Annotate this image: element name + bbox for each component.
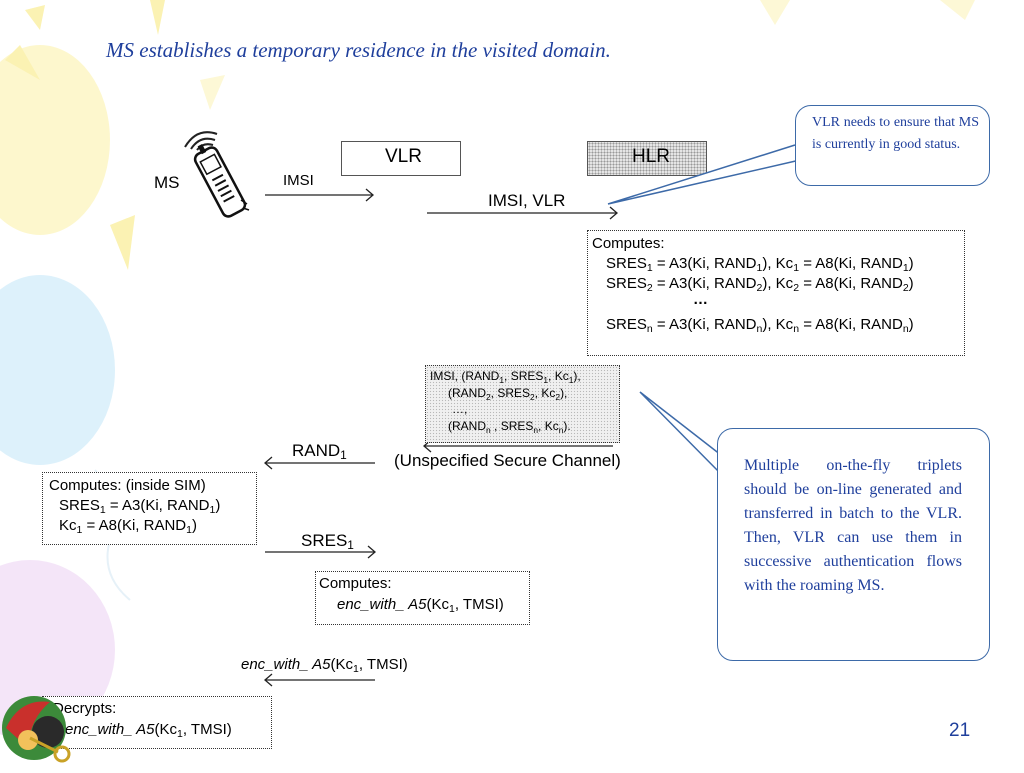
ms-decrypt-box: Decrypts: enc_with_ A5(Kc1, TMSI) bbox=[42, 696, 272, 749]
vlr-box bbox=[341, 141, 461, 176]
hlr-compute-line-1: SRES1 = A3(Ki, RAND1), Kc1 = A8(Ki, RAND… bbox=[606, 255, 914, 274]
sim-compute-box: Computes: (inside SIM) SRES1 = A3(Ki, RA… bbox=[42, 472, 257, 545]
bottom-callout-text: Multiple on-the-fly triplets should be o… bbox=[744, 457, 962, 594]
hlr-compute-ellipsis: … bbox=[693, 291, 708, 308]
mobile-phone-icon bbox=[175, 122, 255, 222]
secure-channel-label: (Unspecified Secure Channel) bbox=[394, 451, 621, 470]
vlr-label: VLR bbox=[385, 146, 422, 167]
triplet-line-n: (RANDn , SRESn, Kcn). bbox=[448, 419, 571, 435]
hlr-label: HLR bbox=[632, 146, 671, 167]
ms-label: MS bbox=[154, 173, 180, 192]
top-callout bbox=[795, 105, 990, 186]
hlr-box bbox=[587, 141, 707, 176]
ms-decrypt-enc: enc_with_ A5(Kc1, TMSI) bbox=[65, 721, 232, 740]
triplets-box: IMSI, (RAND1, SRES1, Kc1), (RAND2, SRES2… bbox=[425, 365, 620, 443]
imsi-message-label: IMSI bbox=[283, 172, 314, 189]
bottom-callout bbox=[717, 428, 990, 661]
vlr-compute-enc: enc_with_ A5(Kc1, TMSI) bbox=[337, 596, 504, 615]
top-callout-text: VLR needs to ensure that MS is currently… bbox=[812, 115, 979, 152]
triplet-line-2: (RAND2, SRES2, Kc2), bbox=[448, 386, 568, 402]
hlr-compute-line-2: SRES2 = A3(Ki, RAND2), Kc2 = A8(Ki, RAND… bbox=[606, 275, 914, 294]
sim-compute-heading: Computes: (inside SIM) bbox=[49, 477, 206, 494]
slide-title: MS establishes a temporary residence in … bbox=[106, 38, 611, 62]
enc-message-label: enc_with_ A5(Kc1, TMSI) bbox=[241, 656, 408, 675]
hlr-compute-box: Computes: SRES1 = A3(Ki, RAND1), Kc1 = A… bbox=[587, 230, 965, 356]
hlr-compute-heading: Computes: bbox=[592, 235, 665, 252]
page-number: 21 bbox=[949, 720, 971, 741]
decorative-logo-icon bbox=[0, 688, 78, 768]
triplet-line-3: …, bbox=[452, 402, 468, 416]
sim-compute-sres: SRES1 = A3(Ki, RAND1) bbox=[59, 497, 221, 516]
imsi-vlr-message-label: IMSI, VLR bbox=[488, 191, 566, 210]
vlr-compute-heading: Computes: bbox=[319, 575, 392, 592]
vlr-compute-box: Computes: enc_with_ A5(Kc1, TMSI) bbox=[315, 571, 530, 625]
sim-compute-kc: Kc1 = A8(Ki, RAND1) bbox=[59, 517, 197, 536]
rand1-message-label: RAND1 bbox=[292, 441, 347, 462]
hlr-compute-line-n: SRESn = A3(Ki, RANDn), Kcn = A8(Ki, RAND… bbox=[606, 316, 914, 335]
ms-decrypt-heading: Decrypts: bbox=[53, 700, 117, 717]
sres1-message-label: SRES1 bbox=[301, 531, 354, 552]
triplet-line-1: IMSI, (RAND1, SRES1, Kc1), bbox=[430, 369, 581, 385]
